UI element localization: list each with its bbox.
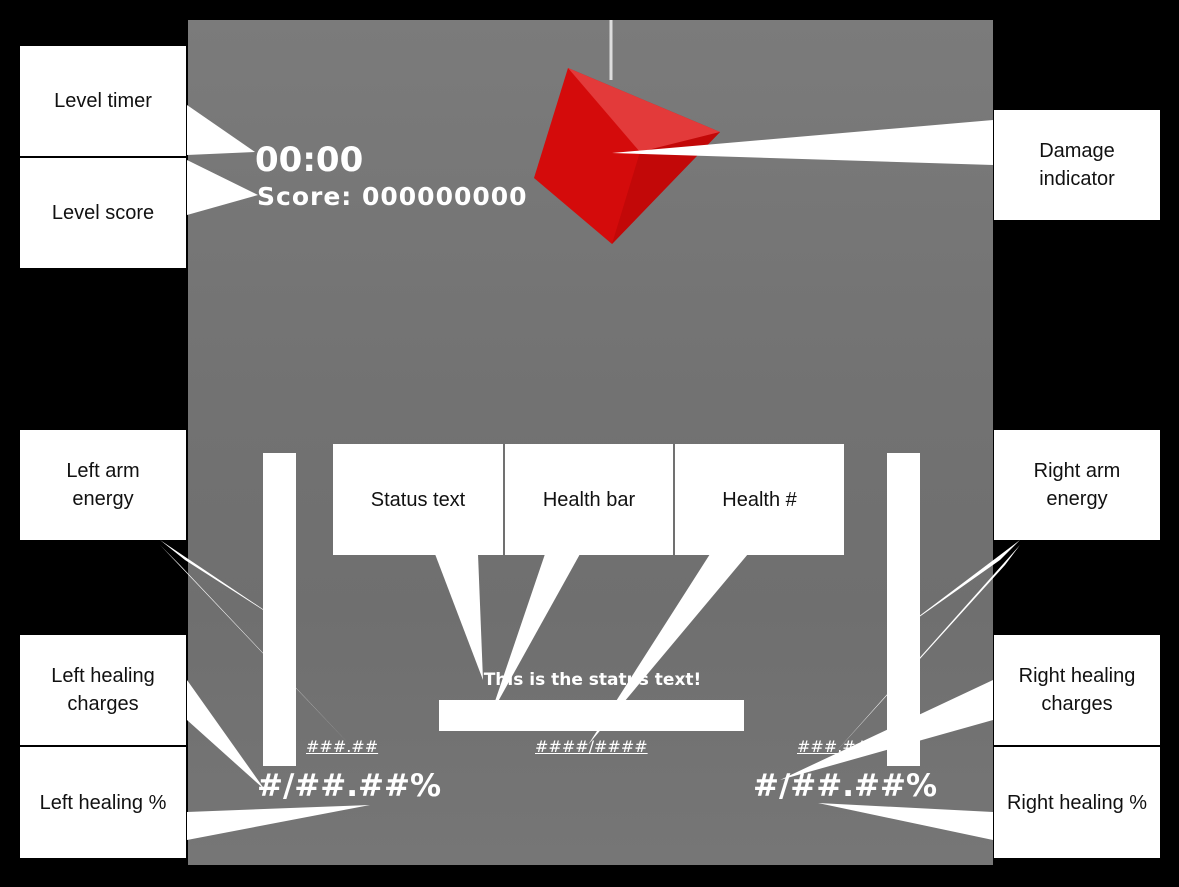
pointer-level-score — [187, 160, 258, 215]
label-right-healing-pct: Right healing % — [994, 747, 1160, 858]
label-right-healing-charges: Right healing charges — [994, 635, 1160, 745]
label-health-num: Health # — [675, 444, 844, 555]
damage-indicator-cube — [534, 68, 720, 244]
label-right-arm-energy: Right arm energy — [994, 430, 1160, 540]
left-arm-energy-bar — [263, 453, 296, 766]
level-score: Score: 000000000 — [257, 182, 528, 211]
label-left-healing-pct: Left healing % — [20, 747, 186, 858]
pointer-right-charges — [833, 545, 1020, 755]
label-health-bar: Health bar — [505, 444, 673, 555]
label-left-arm-energy: Left arm energy — [20, 430, 186, 540]
health-bar — [439, 700, 744, 731]
label-damage-indicator: Damage indicator — [994, 110, 1160, 220]
pointer-right-heal-pct — [818, 803, 993, 840]
label-status-text: Status text — [333, 444, 503, 555]
status-text: This is the status text! — [483, 670, 702, 690]
right-healing-percent: #/##.##% — [753, 768, 938, 804]
left-healing-percent: #/##.##% — [257, 768, 442, 804]
health-number: ####/#### — [535, 737, 648, 756]
left-healing-charges: ###.## — [306, 737, 379, 756]
label-level-score: Level score — [20, 158, 186, 268]
pointer-right-heal-charges — [780, 680, 993, 780]
pointer-status — [435, 554, 483, 680]
pointer-health-bar — [490, 554, 580, 716]
right-healing-charges: ###.## — [797, 737, 870, 756]
label-level-timer: Level timer — [20, 46, 186, 156]
right-arm-energy-bar — [887, 453, 920, 766]
label-left-healing-charges: Left healing charges — [20, 635, 186, 745]
pointer-left-heal-pct — [187, 805, 370, 840]
level-timer: 00:00 — [255, 140, 364, 180]
pointer-left-charges — [160, 545, 350, 745]
pointer-left-heal-charges — [187, 680, 265, 790]
pointer-right-energy — [898, 540, 1020, 632]
pointer-left-energy — [160, 540, 282, 622]
pointer-health-num — [588, 554, 748, 745]
pointer-damage — [612, 120, 993, 165]
pointer-level-timer — [187, 105, 255, 155]
